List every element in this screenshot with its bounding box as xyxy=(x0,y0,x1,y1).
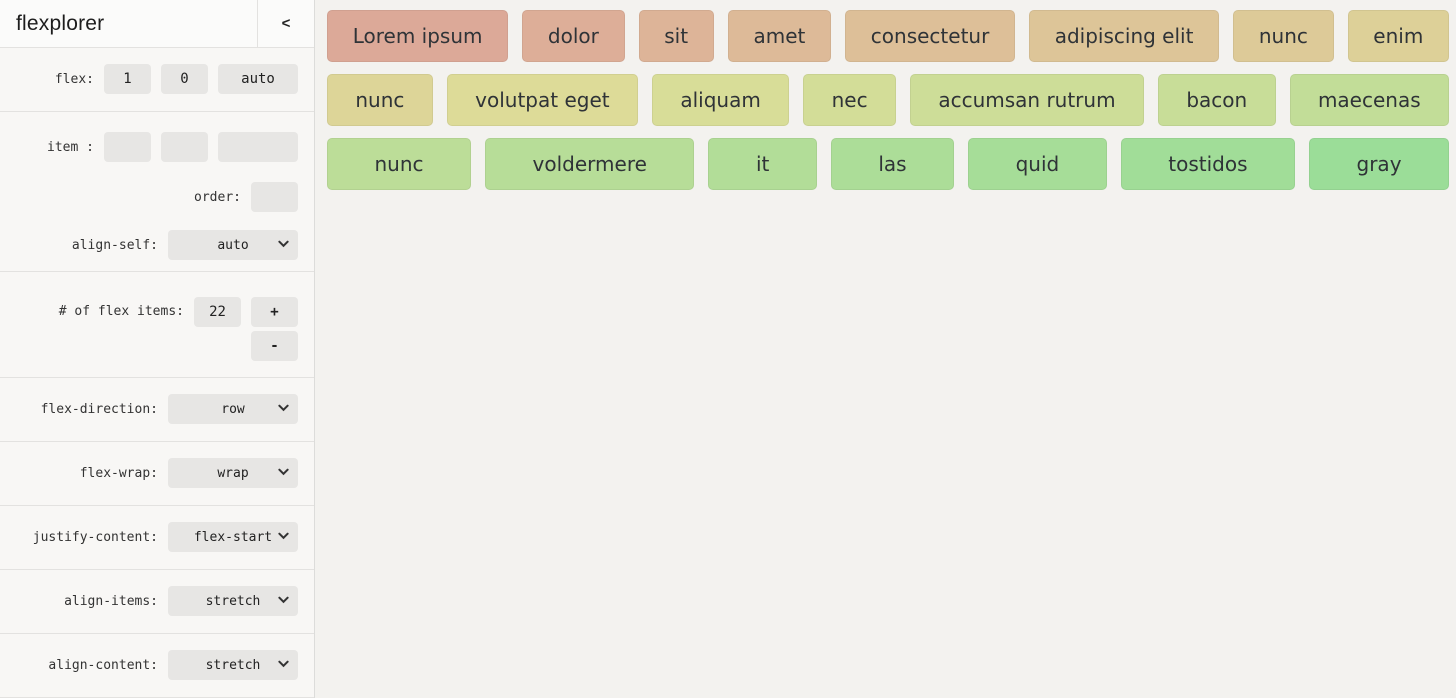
flex-item[interactable]: gray xyxy=(1309,138,1450,190)
remove-item-button[interactable]: - xyxy=(251,331,298,361)
flex-item[interactable]: maecenas xyxy=(1289,74,1450,126)
chevron-left-icon: < xyxy=(281,15,291,32)
flex-item[interactable]: volutpat eget xyxy=(446,74,638,126)
flex-item[interactable]: adipiscing elit xyxy=(1029,10,1220,62)
flex-item[interactable]: aliquam xyxy=(651,74,790,126)
align-items-value: stretch xyxy=(205,593,261,609)
flex-wrap-label: flex-wrap: xyxy=(79,465,158,481)
flex-item[interactable]: tostidos xyxy=(1120,138,1296,190)
flex-item[interactable]: consectetur xyxy=(845,10,1016,62)
justify-content-value: flex-start xyxy=(193,529,273,545)
flex-label: flex: xyxy=(54,71,94,87)
flex-item[interactable]: sit xyxy=(638,10,714,62)
flex-item[interactable]: Lorem ipsum xyxy=(327,10,509,62)
align-items-select[interactable]: stretch xyxy=(168,586,298,616)
flex-item[interactable]: amet xyxy=(727,10,832,62)
flex-item[interactable]: it xyxy=(708,138,817,190)
flex-direction-value: row xyxy=(221,401,245,417)
item-count-stepper: + - xyxy=(251,297,298,361)
section-item-count: # of flex items: + - xyxy=(0,272,314,378)
section-justify-content: justify-content: flex-start xyxy=(0,506,314,570)
flex-item[interactable]: voldermere xyxy=(485,138,695,190)
justify-content-select[interactable]: flex-start xyxy=(168,522,298,552)
sidebar: flexplorer < flex: item : order: align-s… xyxy=(0,0,315,698)
section-align-items: align-items: stretch xyxy=(0,570,314,634)
justify-content-label: justify-content: xyxy=(32,529,158,545)
order-input[interactable] xyxy=(251,182,298,212)
flex-item[interactable]: las xyxy=(830,138,955,190)
align-content-value: stretch xyxy=(205,657,261,673)
align-self-select[interactable]: auto xyxy=(168,230,298,260)
item-count-label: # of flex items: xyxy=(58,304,184,319)
flex-grow-input[interactable] xyxy=(104,64,151,94)
chevron-down-icon xyxy=(278,404,289,412)
section-item: item : order: align-self: auto xyxy=(0,112,314,272)
flex-item[interactable]: bacon xyxy=(1157,74,1276,126)
chevron-down-icon xyxy=(278,596,289,604)
item-count-input[interactable] xyxy=(194,297,241,327)
chevron-down-icon xyxy=(278,468,289,476)
flex-item[interactable]: nec xyxy=(803,74,896,126)
chevron-down-icon xyxy=(278,660,289,668)
item-label: item : xyxy=(47,139,94,155)
flex-wrap-value: wrap xyxy=(217,465,249,481)
section-flex-direction: flex-direction: row xyxy=(0,378,314,442)
flex-item[interactable]: enim xyxy=(1347,10,1450,62)
flex-item[interactable]: nunc xyxy=(327,138,472,190)
flex-wrap-select[interactable]: wrap xyxy=(168,458,298,488)
section-flex: flex: xyxy=(0,48,314,112)
section-flex-wrap: flex-wrap: wrap xyxy=(0,442,314,506)
flex-direction-label: flex-direction: xyxy=(40,401,158,417)
item-flex-shrink-input[interactable] xyxy=(161,132,208,162)
flex-item[interactable]: dolor xyxy=(522,10,625,62)
flex-item[interactable]: quid xyxy=(968,138,1107,190)
align-content-select[interactable]: stretch xyxy=(168,650,298,680)
sidebar-collapse-button[interactable]: < xyxy=(257,0,314,47)
order-label: order: xyxy=(194,189,241,205)
add-item-button[interactable]: + xyxy=(251,297,298,327)
item-flex-grow-input[interactable] xyxy=(104,132,151,162)
flex-item[interactable]: nunc xyxy=(327,74,433,126)
sidebar-header: flexplorer < xyxy=(0,0,314,48)
align-self-label: align-self: xyxy=(71,237,158,253)
flex-basis-input[interactable] xyxy=(218,64,298,94)
flex-item[interactable]: accumsan rutrum xyxy=(909,74,1144,126)
flex-shrink-input[interactable] xyxy=(161,64,208,94)
chevron-down-icon xyxy=(278,532,289,540)
align-items-label: align-items: xyxy=(64,593,158,609)
flex-item[interactable]: nunc xyxy=(1233,10,1334,62)
app-title: flexplorer xyxy=(16,11,105,35)
align-content-label: align-content: xyxy=(48,657,158,673)
section-align-content: align-content: stretch xyxy=(0,634,314,698)
align-self-value: auto xyxy=(217,237,249,253)
chevron-down-icon xyxy=(278,240,289,248)
item-flex-basis-input[interactable] xyxy=(218,132,298,162)
flex-direction-select[interactable]: row xyxy=(168,394,298,424)
